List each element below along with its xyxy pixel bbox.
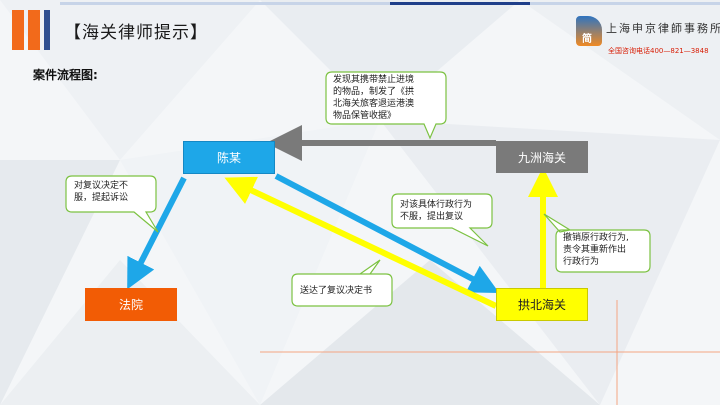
node-court: 法院 bbox=[85, 288, 177, 321]
callout-decision-bubble bbox=[291, 259, 393, 307]
callout-revoke-bubble bbox=[543, 213, 651, 273]
arrow-gongbei-to-chen bbox=[224, 176, 498, 309]
header-bars bbox=[12, 10, 58, 50]
header-rule-dark bbox=[390, 2, 530, 5]
header-rule-light-2 bbox=[530, 2, 720, 5]
firm-logo: 简 上海申京律師事務所 全国咨询电话400—821—3848 bbox=[574, 14, 720, 60]
callout-reconsider-text: 对该具体行政行为 不服，提出复议 bbox=[400, 200, 473, 222]
arrow-chen-to-gongbei bbox=[274, 173, 500, 293]
section-label: 案件流程图: bbox=[33, 68, 98, 82]
callout-sue-bubble bbox=[65, 175, 159, 233]
firm-name: 上海申京律師事務所 bbox=[606, 22, 720, 35]
header-bar-2 bbox=[28, 10, 40, 50]
firm-phone: 全国咨询电话400—821—3848 bbox=[608, 47, 709, 55]
callout-revoke-text: 撤销原行政行为, 责令其重新作出 行政行为 bbox=[563, 233, 629, 267]
node-chen: 陈某 bbox=[183, 141, 275, 174]
arrow-chen-to-court bbox=[127, 176, 187, 290]
node-jiuzhou: 九洲海关 bbox=[496, 141, 588, 173]
callout-decision-text: 送达了复议决定书 bbox=[300, 286, 373, 296]
node-gongbei: 拱北海关 bbox=[496, 288, 588, 321]
callout-reconsider-bubble bbox=[391, 193, 493, 247]
callout-seizure-bubble bbox=[325, 71, 447, 140]
header-bar-1 bbox=[12, 10, 24, 50]
callout-seizure-text: 发现其携带禁止进境 的物品，制发了《拱 北海关旅客退运港澳 物品保管收据》 bbox=[333, 75, 415, 121]
callout-sue-text: 对复议决定不 服，提起诉讼 bbox=[74, 181, 129, 203]
header-rule-light bbox=[60, 2, 390, 5]
logo-letter: 简 bbox=[582, 34, 592, 45]
page-title: 【海关律师提示】 bbox=[64, 23, 208, 43]
header-bar-3 bbox=[44, 10, 50, 50]
logo-icon bbox=[576, 16, 602, 46]
